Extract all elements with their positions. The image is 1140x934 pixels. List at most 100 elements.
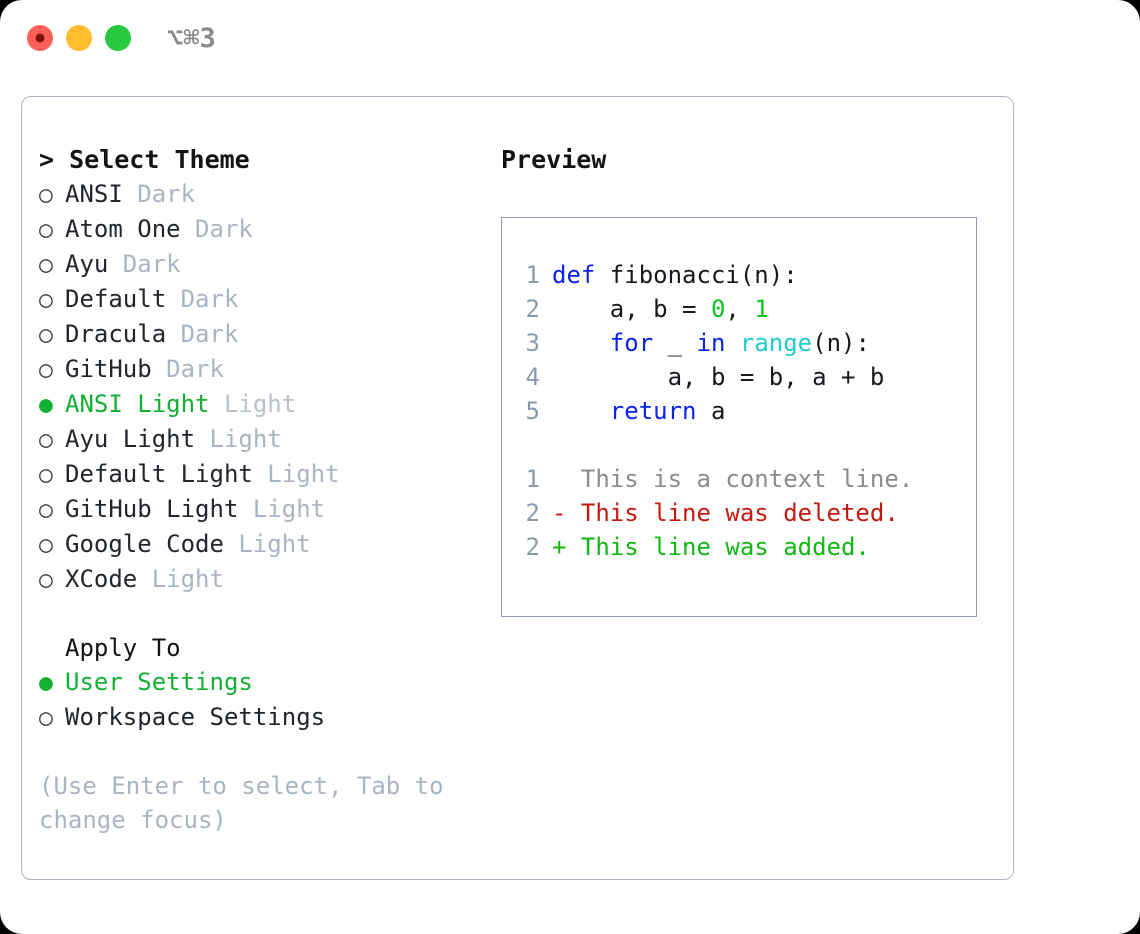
radio-unselected-icon[interactable]: ○ [39,497,53,523]
theme-kind-label: Light [238,495,326,523]
theme-kind-label: Dark [122,180,196,208]
theme-list-item[interactable]: ○ GitHub Light Light [39,492,489,527]
theme-name-label: Atom One [65,215,181,243]
code-token-pl: fibonacci(n): [595,261,798,289]
radio-unselected-icon[interactable]: ○ [39,322,53,348]
diff-line-number: 2 [525,499,540,527]
theme-list-item[interactable]: ○ Dracula Dark [39,317,489,352]
radio-selected-icon[interactable]: ● [39,670,53,696]
theme-name-label: Ayu Light [65,425,196,453]
preview-title: Preview [501,145,607,174]
radio-unselected-icon[interactable]: ○ [39,705,53,731]
diff-line-text-ctx: This is a context line. [552,465,914,493]
apply-to-list-item[interactable]: ○Workspace Settings [39,700,489,735]
theme-kind-label: Light [137,565,224,593]
code-line: 4 a, b = b, a + b [514,360,970,394]
window-titlebar: ⌥⌘3 [0,0,1140,78]
theme-kind-label: Dark [108,250,181,278]
theme-name-label: GitHub [65,355,152,383]
radio-unselected-icon[interactable]: ○ [39,567,53,593]
radio-selected-icon[interactable]: ● [39,392,53,418]
keyboard-hint-text: (Use Enter to select, Tab to change focu… [39,772,444,834]
theme-list-item[interactable]: ○ GitHub Dark [39,352,489,387]
radio-unselected-icon[interactable]: ○ [39,287,53,313]
code-token-pl: a [696,397,726,425]
radio-unselected-icon[interactable]: ○ [39,532,53,558]
theme-list-item[interactable]: ○Atom One Dark [39,212,489,247]
code-token-num: 1 [754,295,769,323]
traffic-light-group [27,25,131,51]
radio-unselected-icon[interactable]: ○ [39,462,53,488]
code-token-num: 0 [710,295,726,323]
minimize-button-icon[interactable] [66,25,92,51]
theme-name-label: Ayu [65,250,109,278]
theme-kind-label: Dark [166,320,239,348]
theme-kind-label: Light [195,425,282,453]
code-token-fn: range [739,329,813,357]
diff-line-text-del: - This line was deleted. [552,499,899,527]
theme-name-label: GitHub Light [65,495,239,523]
theme-selector-column: > Select Theme ○ANSI Dark○Atom One Dark○… [39,143,489,837]
code-line-text: def fibonacci(n): [552,258,798,292]
apply-to-list-item[interactable]: ● User Settings [39,665,489,700]
theme-list-item[interactable]: ○ XCode Light [39,562,489,597]
zoom-button-icon[interactable] [105,25,131,51]
code-line-number: 4 [525,363,540,391]
theme-list-item[interactable]: ○Default Dark [39,282,489,317]
theme-name-label: ANSI [65,180,123,208]
apply-to-list[interactable]: ● User Settings ○Workspace Settings [39,665,489,735]
radio-unselected-icon[interactable]: ○ [39,217,53,243]
theme-name-label: XCode [65,565,138,593]
code-line-text: a, b = b, a + b [552,360,885,394]
apply-to-label: User Settings [65,668,253,696]
code-token-pl: (n): [812,329,870,357]
diff-line-number: 1 [525,465,540,493]
theme-list-item[interactable]: ● ANSI Light Light [39,387,489,422]
theme-list-item[interactable]: ○ ANSI Dark [39,177,489,212]
theme-list-item[interactable]: ○ Ayu Dark [39,247,489,282]
diff-line: 2 - This line was deleted. [514,496,970,530]
code-line-number: 2 [525,295,540,323]
theme-name-label: Dracula [65,320,167,348]
code-token-pl [552,397,610,425]
code-line: 2 a, b = 0, 1 [514,292,970,326]
radio-unselected-icon[interactable]: ○ [39,252,53,278]
theme-list-item[interactable]: ○ Ayu Light Light [39,422,489,457]
code-token-kw: for [609,329,654,357]
code-token-pl: a, b = [552,295,711,323]
theme-name-label: Default [65,285,167,313]
code-line-number: 5 [525,397,540,425]
radio-unselected-icon[interactable]: ○ [39,357,53,383]
theme-kind-label: Light [209,390,297,418]
theme-kind-label: Dark [151,355,224,383]
code-line-text: for _ in range(n): [552,326,870,360]
code-line-text: return a [552,394,726,428]
code-token-kw: in [696,329,726,357]
theme-list[interactable]: ○ANSI Dark○Atom One Dark○Ayu Dark○Defaul… [39,177,489,597]
code-token-kw: return [609,397,697,425]
code-line: 5 return a [514,394,970,428]
diff-line-text-add: + This line was added. [552,533,870,561]
radio-unselected-icon[interactable]: ○ [39,182,53,208]
theme-name-label: ANSI Light [65,390,210,418]
keyboard-shortcut-label: ⌥⌘3 [167,23,216,54]
close-button-icon[interactable] [27,25,53,51]
radio-unselected-icon[interactable]: ○ [39,427,53,453]
diff-line-number: 2 [525,533,540,561]
code-token-kw: def [552,261,596,289]
code-line: 1 def fibonacci(n): [514,258,970,292]
theme-list-item[interactable]: ○Default Light Light [39,457,489,492]
theme-list-item[interactable]: ○Google Code Light [39,527,489,562]
code-line: 3 for _ in range(n): [514,326,970,360]
code-token-pl: a, b = b, a + b [552,363,885,391]
theme-kind-label: Light [223,530,311,558]
theme-selector-card: > Select Theme ○ANSI Dark○Atom One Dark○… [21,96,1014,880]
code-line-number: 1 [525,261,540,289]
diff-sample: 1 This is a context line. 2 - This line wa… [514,462,970,564]
code-token-pl: , [725,295,755,323]
page-title: > Select Theme [39,145,250,174]
